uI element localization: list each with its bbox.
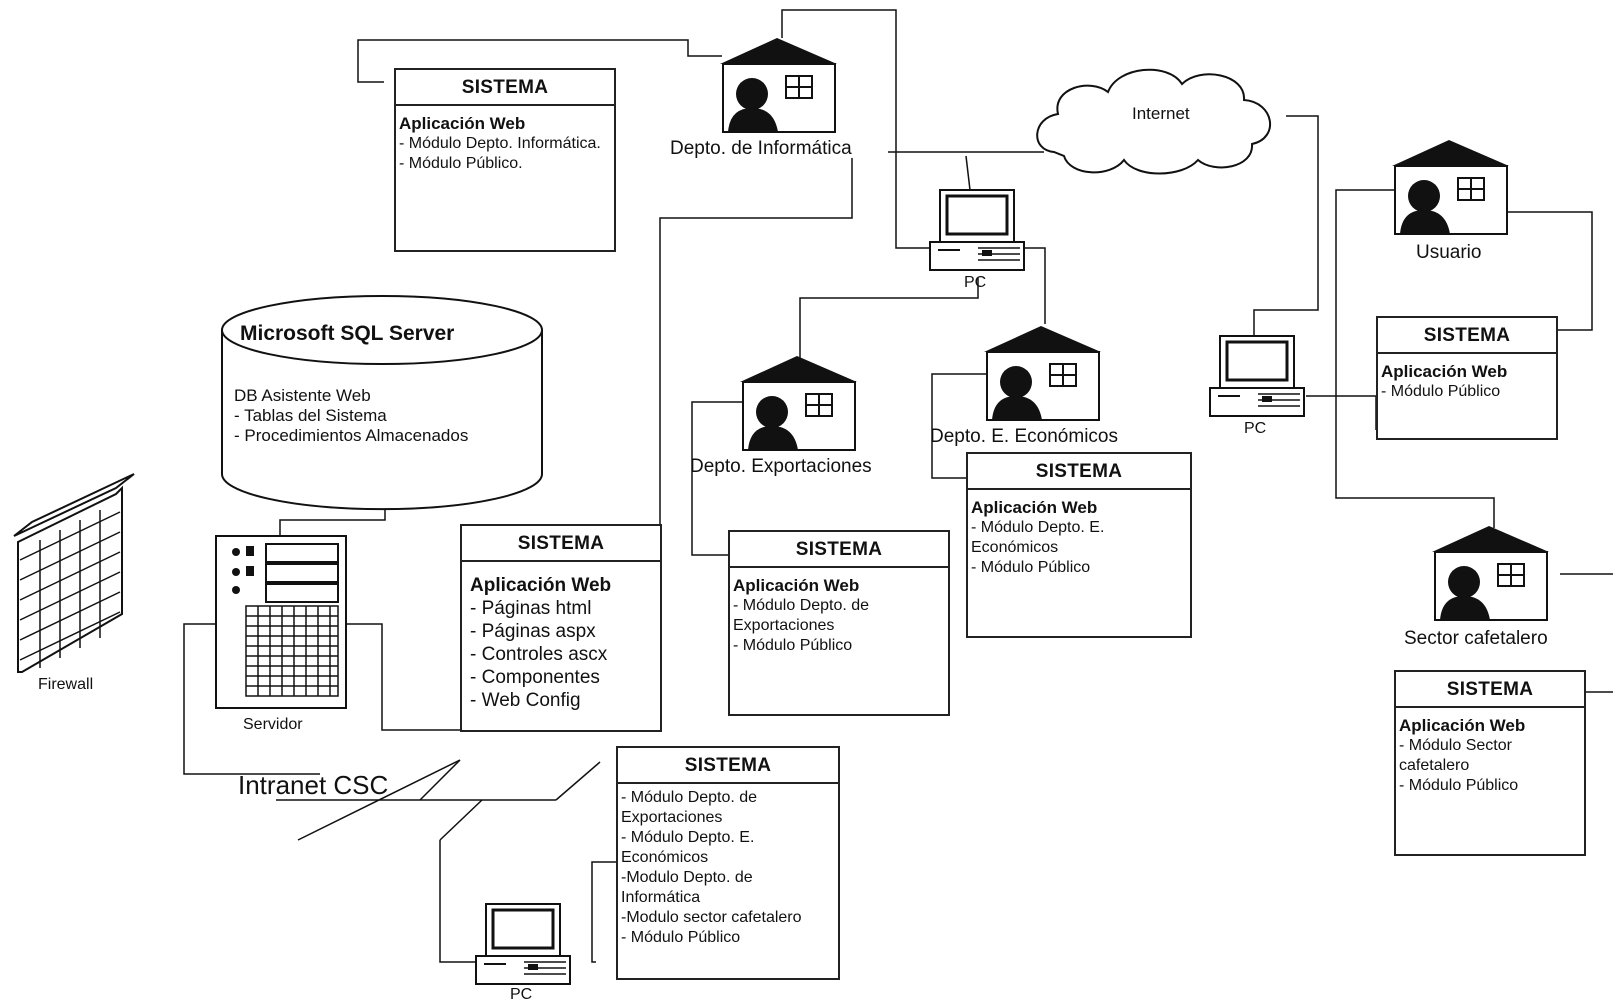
system-line: - Páginas html — [470, 598, 592, 619]
pc-top-label: PC — [964, 274, 987, 291]
system-line: - Páginas aspx — [470, 621, 596, 642]
system-title: Aplicación Web — [971, 498, 1098, 517]
server-icon — [215, 535, 347, 709]
system-title: Aplicación Web — [399, 114, 526, 133]
system-title: Aplicación Web — [733, 576, 860, 595]
system-line: - Componentes — [470, 667, 600, 688]
house-exportaciones-icon — [739, 355, 858, 451]
pc-bottom-icon — [474, 902, 572, 986]
usuario-label: Usuario — [1416, 242, 1482, 263]
system-line: - Módulo Depto. Informática. — [399, 135, 601, 152]
system-line: - Módulo Depto. E. Económicos — [621, 829, 759, 866]
system-box-servidor: SISTEMA Aplicación Web - Páginas html - … — [460, 524, 662, 732]
servidor-label: Servidor — [243, 716, 303, 733]
system-line: - Módulo Público — [733, 637, 853, 654]
system-header: SISTEMA — [618, 748, 838, 784]
house-cafetalero-icon — [1431, 525, 1550, 621]
internet-label: Internet — [1132, 104, 1190, 123]
system-line: -Modulo Depto. de Informática — [621, 869, 758, 906]
system-line: - Módulo Público. — [399, 155, 523, 172]
pc-bottom-label: PC — [510, 986, 533, 1003]
database-title: Microsoft SQL Server — [240, 322, 455, 345]
economicos-label: Depto. E. Económicos — [930, 426, 1118, 447]
system-header: SISTEMA — [396, 70, 614, 106]
system-header: SISTEMA — [968, 454, 1190, 490]
system-title: Aplicación Web — [470, 575, 612, 596]
system-box-informatica: SISTEMA Aplicación Web - Módulo Depto. I… — [394, 68, 616, 252]
system-line: - Módulo Sector cafetalero — [1399, 737, 1517, 774]
system-line: -Modulo sector cafetalero — [621, 909, 802, 926]
system-header: SISTEMA — [462, 526, 660, 562]
system-box-usuario: SISTEMA Aplicación Web - Módulo Público — [1376, 316, 1558, 440]
system-line: - Módulo Depto. de Exportaciones — [621, 789, 762, 826]
firewall-icon — [13, 473, 135, 673]
system-line: - Módulo Público — [1399, 777, 1519, 794]
pc-right-icon — [1208, 334, 1306, 418]
system-box-economicos: SISTEMA Aplicación Web - Módulo Depto. E… — [966, 452, 1192, 638]
database-line: - Tablas del Sistema — [234, 406, 387, 425]
system-header: SISTEMA — [1396, 672, 1584, 708]
system-box-cafetalero: SISTEMA Aplicación Web - Módulo Sector c… — [1394, 670, 1586, 856]
pc-top-icon — [928, 188, 1026, 272]
house-usuario-icon — [1391, 139, 1510, 235]
database-line: - Procedimientos Almacenados — [234, 426, 469, 445]
cafetalero-label: Sector cafetalero — [1404, 628, 1548, 649]
internet-cloud — [1036, 68, 1271, 175]
system-line: - Módulo Público — [621, 929, 741, 946]
house-economicos-icon — [983, 325, 1102, 421]
database-contents: DB Asistente Web - Tablas del Sistema - … — [234, 386, 468, 446]
system-header: SISTEMA — [730, 532, 948, 568]
house-informatica-icon — [719, 37, 838, 133]
database-line: DB Asistente Web — [234, 386, 371, 405]
system-line: - Módulo Depto. de Exportaciones — [733, 597, 874, 634]
system-header: SISTEMA — [1378, 318, 1556, 354]
system-line: - Módulo Público — [971, 559, 1091, 576]
system-box-exportaciones: SISTEMA Aplicación Web - Módulo Depto. d… — [728, 530, 950, 716]
firewall-label: Firewall — [38, 676, 94, 693]
pc-right-label: PC — [1244, 420, 1267, 437]
system-title: Aplicación Web — [1381, 362, 1508, 381]
system-box-pc: SISTEMA - Módulo Depto. de Exportaciones… — [616, 746, 840, 980]
intranet-label: Intranet CSC — [238, 770, 389, 800]
system-line: - Web Config — [470, 690, 581, 711]
database-icon — [221, 295, 543, 511]
system-line: - Módulo Público — [1381, 383, 1501, 400]
system-title: Aplicación Web — [1399, 716, 1526, 735]
system-line: - Controles ascx — [470, 644, 608, 665]
informatica-label: Depto. de Informática — [670, 138, 852, 159]
system-line: - Módulo Depto. E. Económicos — [971, 519, 1109, 556]
exportaciones-label: Depto. Exportaciones — [690, 456, 872, 477]
